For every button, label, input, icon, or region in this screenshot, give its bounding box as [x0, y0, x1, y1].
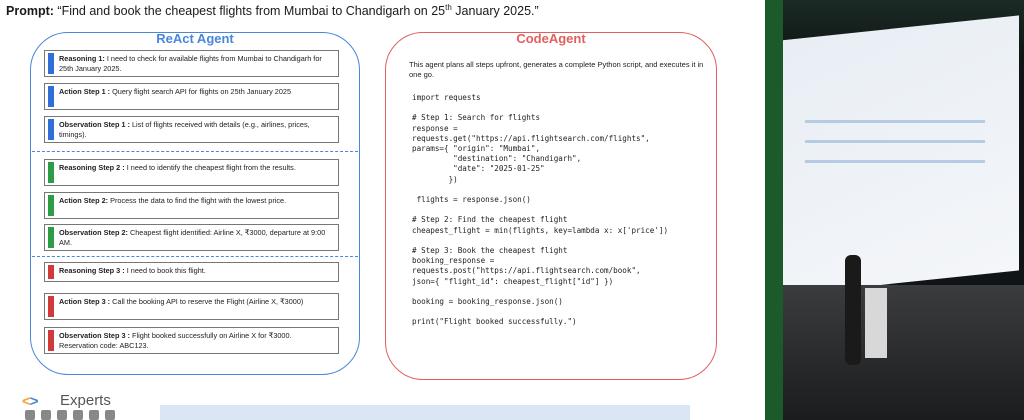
react-step-observation-1: Observation Step 1 : List of flights rec…: [44, 116, 339, 143]
react-step-reasoning-2: Reasoning Step 2 : I need to identify th…: [44, 159, 339, 186]
video-progress-strip[interactable]: [160, 405, 690, 420]
react-step-reasoning-1: Reasoning 1: I need to check for availab…: [44, 50, 339, 77]
stage-floor: [765, 285, 1024, 420]
step-color-bar: [48, 119, 54, 140]
next-arrow-icon[interactable]: [105, 410, 115, 420]
pointer-icon[interactable]: [25, 410, 35, 420]
step-color-bar: [48, 227, 54, 248]
captions-icon[interactable]: [57, 410, 67, 420]
code-agent-intro: This agent plans all steps upfront, gene…: [409, 60, 704, 79]
step-label: Action Step 2:: [59, 196, 109, 205]
react-step-observation-3: Observation Step 3 : Flight booked succe…: [44, 327, 339, 354]
step-text: I need to book this flight.: [124, 266, 206, 275]
react-agent-panel: ReAct Agent: [30, 31, 360, 375]
code-agent-title: CodeAgent: [516, 31, 586, 46]
step-text: I need to identify the cheapest flight f…: [124, 163, 296, 172]
prompt-label: Prompt:: [6, 4, 54, 19]
react-step-action-3: Action Step 3 : Call the booking API to …: [44, 293, 339, 320]
more-icon[interactable]: [89, 410, 99, 420]
step-label: Action Step 3 :: [59, 297, 111, 306]
presentation-slide: Prompt: “Find and book the cheapest flig…: [6, 3, 717, 420]
react-step-action-1: Action Step 1 : Query flight search API …: [44, 83, 339, 110]
round-divider-2: [32, 256, 358, 257]
step-color-bar: [48, 162, 54, 183]
step-color-bar: [48, 296, 54, 317]
step-label: Reasoning Step 3 :: [59, 266, 125, 275]
step-text: Query flight search API for flights on 2…: [110, 87, 291, 96]
prompt-text-after: January 2025.”: [451, 4, 539, 19]
step-color-bar: [48, 265, 54, 279]
experts-brand: Experts: [60, 392, 111, 409]
step-text: I need to check for available flights fr…: [59, 54, 322, 73]
step-text: Process the data to find the flight with…: [108, 196, 287, 205]
step-label: Observation Step 3 :: [59, 331, 130, 340]
react-agent-title: ReAct Agent: [156, 31, 234, 46]
screen-content-line: [805, 140, 985, 143]
step-text: Flight booked successfully on Airline X …: [59, 331, 292, 350]
fullscreen-icon[interactable]: [73, 410, 83, 420]
prompt-line: Prompt: “Find and book the cheapest flig…: [6, 3, 539, 18]
prompt-superscript: th: [445, 3, 452, 12]
step-label: Reasoning 1:: [59, 54, 105, 63]
step-text: List of flights received with details (e…: [59, 120, 310, 139]
google-developers-logo-icon: <>: [22, 393, 39, 410]
code-agent-panel: CodeAgent: [385, 31, 717, 380]
step-color-bar: [48, 330, 54, 351]
projection-screen: [779, 15, 1019, 296]
react-step-reasoning-3: Reasoning Step 3 : I need to book this f…: [44, 262, 339, 282]
step-label: Observation Step 2:: [59, 228, 128, 237]
step-label: Reasoning Step 2 :: [59, 163, 125, 172]
prompt-text-before: “Find and book the cheapest flights from…: [57, 4, 446, 19]
step-color-bar: [48, 86, 54, 107]
python-code-block: import requests # Step 1: Search for fli…: [412, 93, 669, 327]
speaker-figure: [845, 255, 861, 365]
step-text: Cheapest flight identified: Airline X, ₹…: [59, 228, 326, 247]
step-label: Observation Step 1 :: [59, 120, 130, 129]
round-divider-1: [32, 151, 358, 152]
step-text: Call the booking API to reserve the Flig…: [110, 297, 304, 306]
step-label: Action Step 1 :: [59, 87, 111, 96]
screen-content-line: [805, 120, 985, 123]
podium: [865, 288, 887, 358]
step-color-bar: [48, 195, 54, 216]
green-side-panel: [765, 0, 783, 420]
conference-stage-photo: [765, 0, 1024, 420]
react-step-action-2: Action Step 2: Process the data to find …: [44, 192, 339, 219]
screen-content-line: [805, 160, 985, 163]
slide-toolbar: [25, 410, 115, 420]
step-color-bar: [48, 53, 54, 74]
react-step-observation-2: Observation Step 2: Cheapest flight iden…: [44, 224, 339, 251]
pen-icon[interactable]: [41, 410, 51, 420]
